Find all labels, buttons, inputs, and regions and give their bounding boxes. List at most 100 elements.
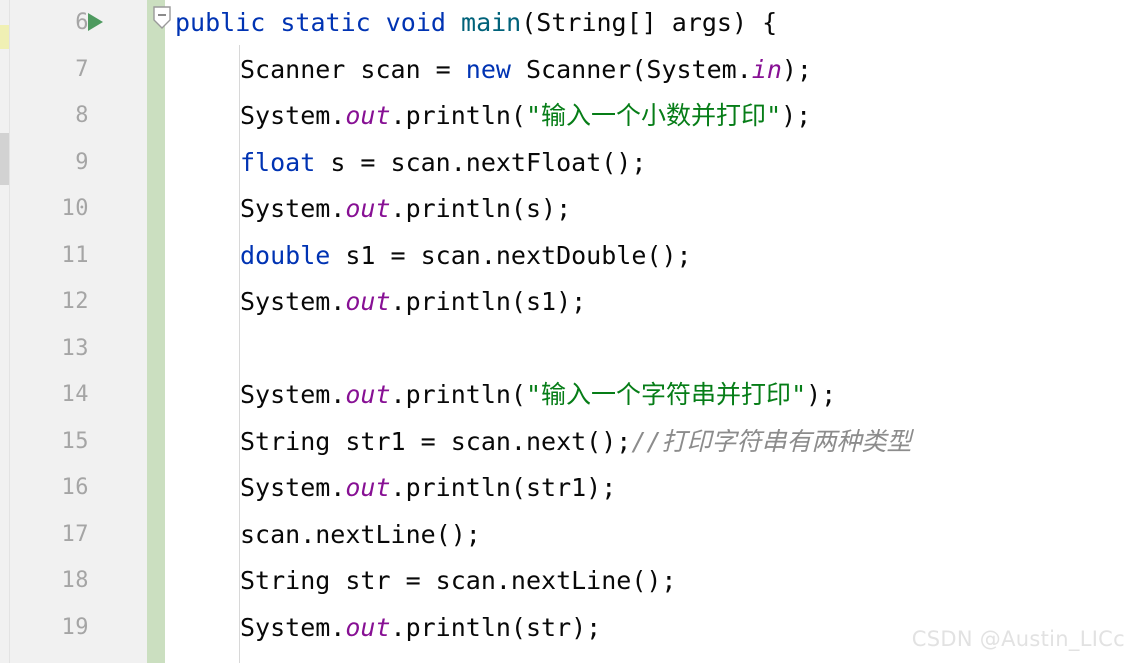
gutter-line[interactable]: 13 [10, 326, 147, 373]
code-token-plain: System. [240, 101, 346, 130]
code-token-plain [446, 8, 461, 37]
latin-text: // [631, 426, 662, 456]
line-number: 13 [61, 335, 89, 361]
cjk-text: 输入一个小数并打印 [541, 101, 767, 130]
code-line[interactable]: String str1 = scan.next();//打印字符串有两种类型 [165, 419, 1141, 466]
code-token-string: "输入一个小数并打印" [526, 101, 781, 130]
code-token-keyword: public [175, 8, 266, 37]
code-line[interactable]: System.out.println("输入一个字符串并打印"); [165, 372, 1141, 419]
line-number: 6 [75, 10, 89, 35]
code-token-field: in [751, 54, 782, 84]
code-token-plain: Scanner(System. [510, 54, 752, 84]
code-fold-collapse-icon[interactable] [152, 6, 172, 30]
code-token-plain: (String[] args) { [521, 8, 778, 37]
code-token-string: "输入一个字符串并打印" [526, 380, 806, 409]
code-token-plain: .println(s1); [390, 287, 587, 316]
vcs-change-stripe [147, 0, 165, 663]
code-token-plain: s = scan.nextFloat(); [315, 147, 647, 177]
code-token-plain: ); [781, 101, 812, 130]
code-token-keyword: double [240, 240, 331, 270]
code-line[interactable]: scan.nextLine(); [165, 512, 1141, 559]
line-number: 14 [61, 382, 89, 407]
code-token-field: out [345, 101, 391, 130]
code-token-plain: System. [240, 612, 346, 642]
gutter-line[interactable]: 19 [10, 605, 147, 652]
code-line[interactable]: Scanner scan = new Scanner(System.in); [165, 47, 1141, 94]
error-stripe-marker-warning[interactable] [0, 25, 9, 49]
csdn-watermark: CSDN @Austin_LICc [911, 627, 1125, 651]
gutter-line[interactable]: 15 [10, 419, 147, 466]
code-token-plain: .println(s); [390, 194, 572, 223]
code-line[interactable] [165, 326, 1141, 373]
code-line[interactable]: double s1 = scan.nextDouble(); [165, 233, 1141, 280]
code-token-plain [371, 8, 386, 37]
indent-guide-line [239, 45, 240, 663]
gutter-line[interactable]: 11 [10, 233, 147, 280]
code-token-plain: String str = scan.nextLine(); [240, 566, 677, 595]
code-token-plain: .println( [390, 380, 526, 409]
line-number: 17 [61, 521, 89, 547]
code-token-plain: ); [781, 54, 812, 84]
code-token-keyword: void [385, 8, 446, 37]
line-number: 18 [61, 568, 89, 593]
line-number: 12 [61, 289, 89, 314]
latin-text: " [791, 380, 807, 409]
code-token-plain: .println( [390, 101, 526, 130]
code-token-static: main [461, 8, 522, 37]
code-line[interactable]: String str = scan.nextLine(); [165, 558, 1141, 605]
latin-text: " [766, 101, 782, 130]
code-token-plain: System. [240, 380, 346, 409]
code-token-field: out [345, 287, 391, 316]
code-token-plain: System. [240, 287, 346, 316]
code-line[interactable]: System.out.println(s1); [165, 279, 1141, 326]
code-token-plain: .println(str); [390, 612, 602, 642]
code-token-field: out [345, 380, 391, 409]
code-text-area[interactable]: public static void main(String[] args) {… [165, 0, 1141, 663]
line-number: 10 [61, 196, 89, 221]
line-number: 7 [75, 56, 89, 82]
latin-text: " [525, 380, 542, 409]
code-line[interactable]: float s = scan.nextFloat(); [165, 140, 1141, 187]
editor-gutter[interactable]: 6 7 8 9 10 11 12 13 14 15 16 17 18 19 [10, 0, 147, 663]
gutter-line[interactable]: 6 [10, 0, 147, 47]
gutter-line[interactable]: 9 [10, 140, 147, 187]
code-token-field: out [345, 612, 391, 642]
code-token-plain: String str1 = scan.next(); [240, 426, 632, 456]
gutter-line[interactable]: 12 [10, 279, 147, 326]
gutter-line[interactable]: 17 [10, 512, 147, 559]
code-token-plain: .println(str1); [390, 473, 617, 502]
error-stripe-column[interactable] [0, 0, 10, 663]
code-token-comment: //打印字符串有两种类型 [631, 427, 911, 456]
code-token-plain: Scanner scan = [240, 54, 466, 84]
gutter-line[interactable]: 16 [10, 465, 147, 512]
code-token-plain: System. [240, 194, 346, 223]
code-token-keyword: float [240, 147, 316, 177]
line-number: 19 [61, 614, 89, 640]
code-token-plain: ); [806, 380, 837, 409]
code-line[interactable]: System.out.println(str1); [165, 465, 1141, 512]
code-token-field: out [345, 194, 391, 223]
cjk-text: 输入一个字符串并打印 [541, 380, 792, 409]
gutter-line[interactable]: 8 [10, 93, 147, 140]
run-arrow-icon[interactable] [88, 13, 103, 31]
gutter-line[interactable]: 18 [10, 558, 147, 605]
line-number: 16 [61, 475, 89, 500]
code-token-plain [265, 8, 280, 37]
code-line[interactable]: System.out.println("输入一个小数并打印"); [165, 93, 1141, 140]
code-token-field: out [345, 473, 391, 502]
code-token-plain: s1 = scan.nextDouble(); [330, 240, 692, 270]
gutter-line[interactable]: 10 [10, 186, 147, 233]
line-number: 8 [75, 103, 89, 128]
code-line[interactable]: public static void main(String[] args) { [165, 0, 1141, 47]
vertical-scrollbar-thumb[interactable] [0, 133, 9, 185]
gutter-line[interactable]: 14 [10, 372, 147, 419]
code-line[interactable]: System.out.println(s); [165, 186, 1141, 233]
gutter-line[interactable]: 7 [10, 47, 147, 94]
line-number: 11 [61, 242, 89, 268]
line-number: 15 [61, 428, 89, 454]
code-line[interactable]: System.out.println(str); [165, 605, 1141, 652]
code-token-keyword: static [280, 8, 371, 37]
code-token-plain: System. [240, 473, 346, 502]
code-token-plain: scan.nextLine(); [240, 519, 481, 549]
